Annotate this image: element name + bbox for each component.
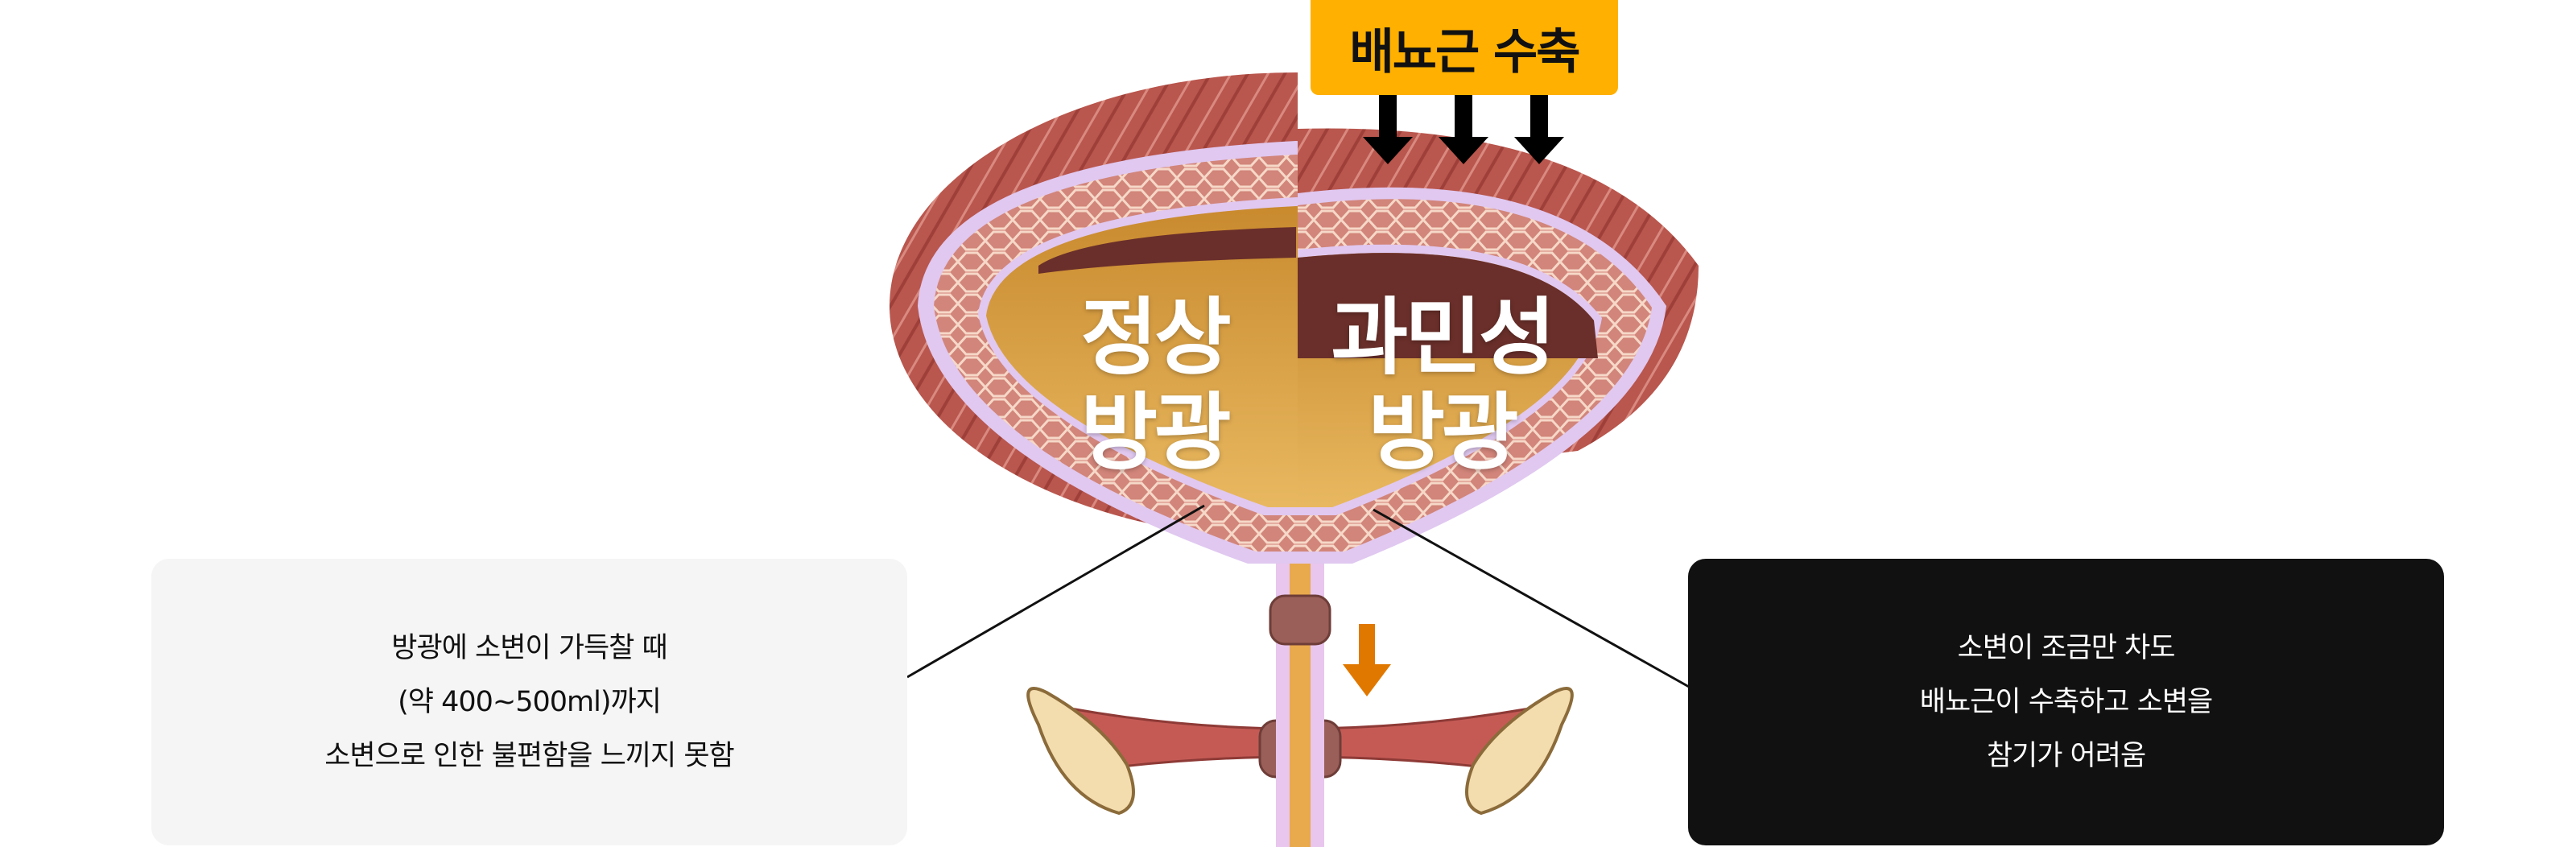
normal-leader-line [906,504,1205,679]
normal-bladder-description: 방광에 소변이 가득찰 때 (약 400~500ml)까지 소변으로 인한 불편… [151,559,907,845]
label-line: 정상 [1080,288,1231,386]
overactive-bladder-label: 과민성 방광 [1281,290,1603,480]
overactive-bladder-description: 소변이 조금만 차도 배뇨근이 수축하고 소변을 참기가 어려움 [1688,559,2444,845]
normal-bladder-label: 정상 방광 [993,290,1315,480]
description-line: 참기가 어려움 [1986,739,2146,772]
contraction-arrows [1363,95,1564,164]
detrusor-contraction-tag: 배뇨근 수축 [1311,0,1618,95]
down-arrow-icon [1363,95,1413,164]
description-line: 배뇨근이 수축하고 소변을 [1919,685,2213,718]
urine-flow-arrow-icon [1343,624,1391,696]
description-line: 소변이 조금만 차도 [1957,631,2176,664]
label-line: 방광 [1080,383,1231,481]
normal-bladder [890,72,1298,564]
description-line: (약 400~500ml)까지 [398,685,662,718]
overactive-leader-line [1373,508,1690,688]
down-arrow-icon [1439,95,1488,164]
label-line: 방광 [1368,383,1518,481]
overactive-bladder [1298,128,1699,564]
down-arrow-icon [1514,95,1564,164]
description-line: 소변으로 인한 불편함을 느끼지 못함 [324,739,735,772]
label-line: 과민성 [1331,288,1555,386]
description-line: 방광에 소변이 가득찰 때 [391,631,667,664]
